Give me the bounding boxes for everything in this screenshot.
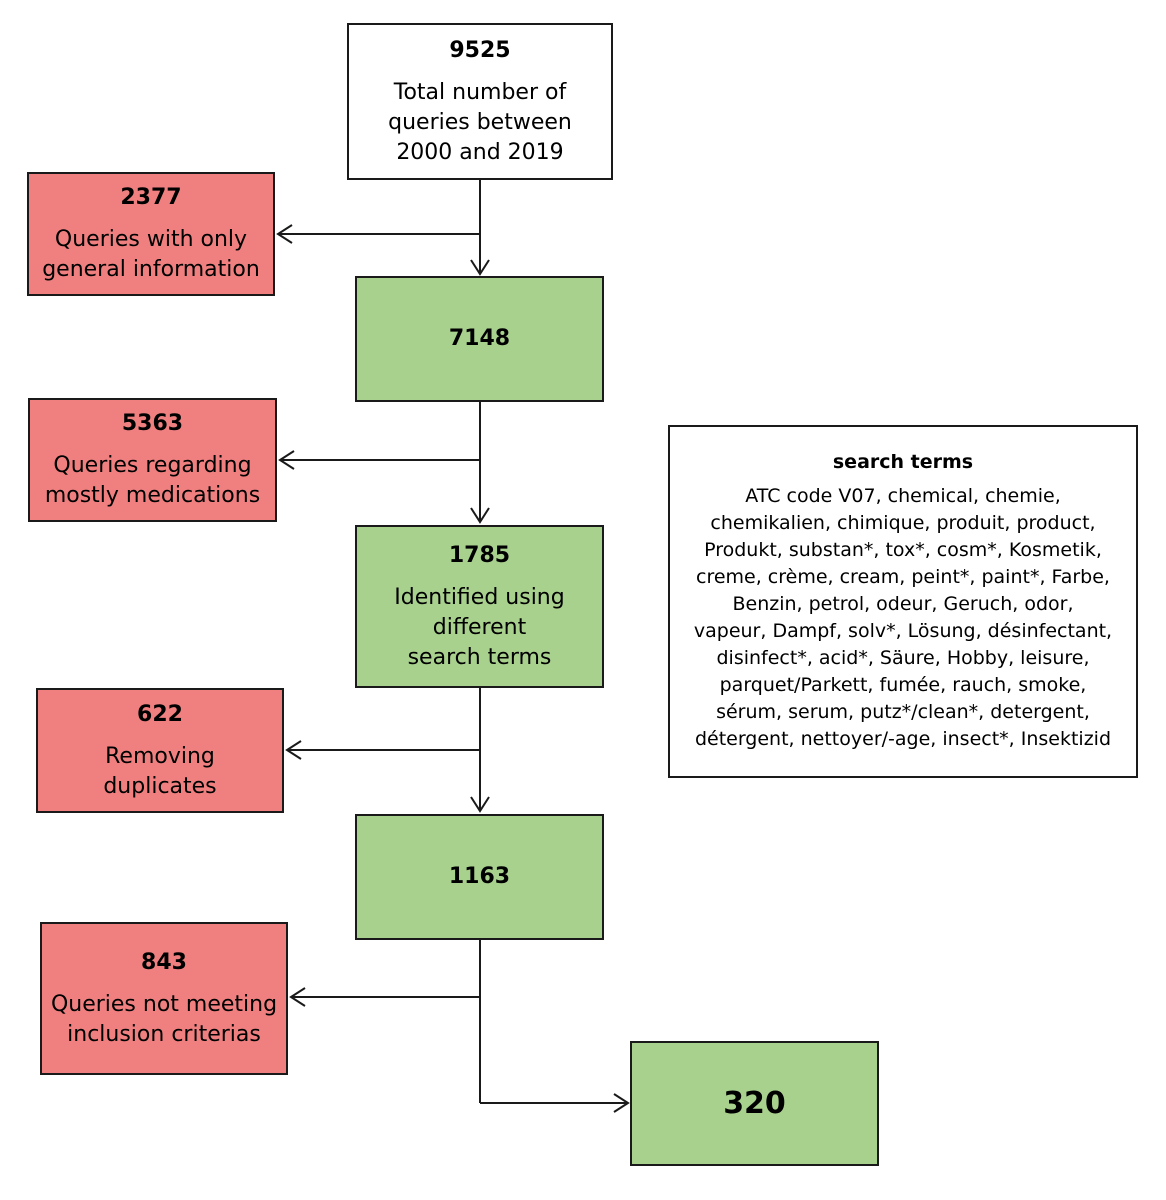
general-info-excluded-box: 2377 Queries with only general informati…	[27, 172, 275, 296]
arrowhead-left-2377	[276, 224, 293, 244]
step-7148-box: 7148	[355, 276, 604, 402]
arrowhead-down-2	[470, 507, 490, 524]
search-terms-list: ATC code V07, chemical, chemie, chemikal…	[693, 484, 1113, 750]
step-1785-box: 1785 Identified using different search t…	[355, 525, 604, 688]
step-1163-number: 1163	[448, 864, 511, 889]
total-queries-number: 9525	[449, 37, 511, 63]
final-320-number: 320	[723, 1086, 786, 1121]
duplicates-text: Removing duplicates	[103, 743, 217, 799]
criteria-text: Queries not meeting inclusion criterias	[50, 991, 278, 1047]
medications-text: Queries regarding mostly medications	[44, 453, 261, 508]
medications-number: 5363	[121, 411, 184, 436]
arrowhead-left-622	[285, 740, 302, 760]
criteria-number: 843	[141, 949, 187, 975]
step-1785-number: 1785	[448, 542, 511, 568]
step-1785-text: Identified using different search terms	[394, 584, 565, 670]
duplicates-number: 622	[137, 701, 183, 727]
search-terms-box: search terms ATC code V07, chemical, che…	[668, 425, 1138, 778]
medications-excluded-box: 5363 Queries regarding mostly medication…	[28, 398, 277, 522]
general-info-text: Queries with only general information	[42, 227, 260, 282]
arrowhead-down-3	[470, 796, 490, 813]
general-info-number: 2377	[120, 185, 182, 210]
arrowhead-left-843	[289, 987, 306, 1007]
arrowhead-right-320	[613, 1093, 630, 1113]
criteria-excluded-box: 843 Queries not meeting inclusion criter…	[40, 922, 288, 1075]
arrowhead-left-5363	[278, 450, 295, 470]
arrowhead-down-1	[470, 259, 490, 276]
step-7148-number: 7148	[448, 326, 511, 351]
duplicates-excluded-box: 622 Removing duplicates	[36, 688, 284, 813]
total-queries-box: 9525 Total number of queries between 200…	[347, 23, 613, 180]
search-terms-title: search terms	[832, 450, 974, 473]
step-1163-box: 1163	[355, 814, 604, 940]
final-320-box: 320	[630, 1041, 879, 1166]
total-queries-text: Total number of queries between 2000 and…	[388, 79, 572, 165]
